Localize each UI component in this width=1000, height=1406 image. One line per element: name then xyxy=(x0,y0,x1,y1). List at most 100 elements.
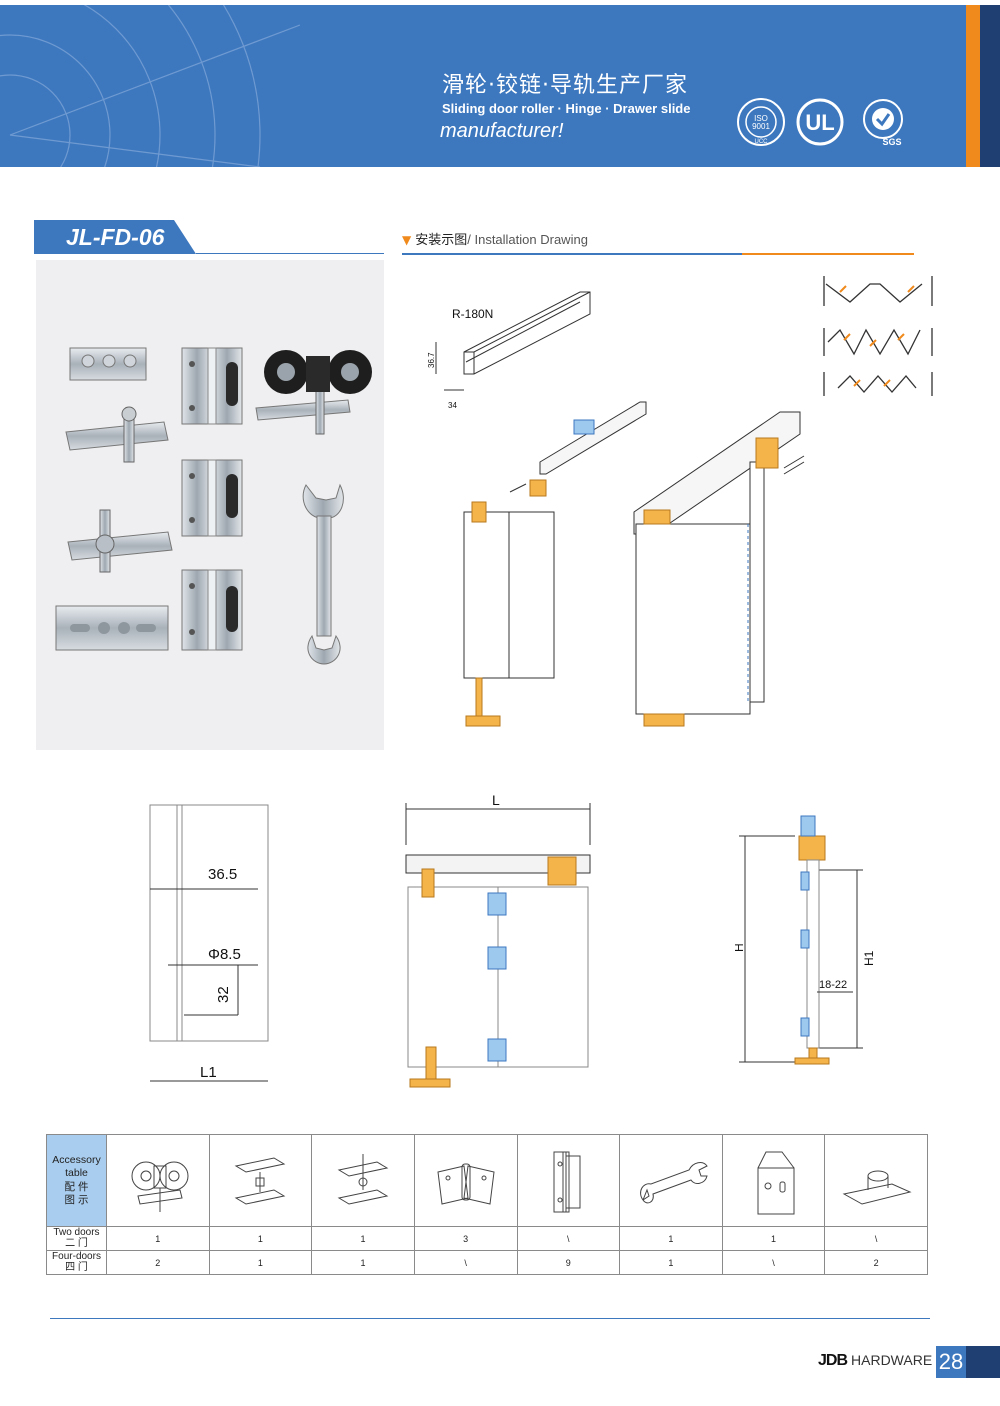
brand-logo: JDB xyxy=(818,1352,848,1369)
header-stripe-blue xyxy=(940,5,966,167)
svg-text:SGS: SGS xyxy=(882,137,901,147)
wrench-icon xyxy=(640,1161,708,1203)
model-tab xyxy=(34,220,196,254)
model-code: JL-FD-06 xyxy=(66,224,165,250)
accessory-cell-bottom-pivot xyxy=(311,1134,415,1227)
door-side-dimension-drawing: H H1 18-22 xyxy=(735,815,876,1065)
two-doors-qty: 1 xyxy=(619,1226,723,1251)
dim-h1: H1 xyxy=(862,950,876,966)
four-doors-qty: 2 xyxy=(106,1250,210,1275)
four-doors-qty: 1 xyxy=(311,1250,415,1275)
dim-36-5: 36.5 xyxy=(208,866,237,883)
pivot-pin-part-2 xyxy=(67,509,173,573)
sgs-certification-icon: SGS xyxy=(863,99,903,147)
header-stripe-navy xyxy=(980,5,1000,167)
header-title-en: Sliding door roller · Hinge · Drawer sli… xyxy=(442,101,691,116)
hinge-part-2 xyxy=(181,459,243,537)
hinge-part-3 xyxy=(181,569,243,651)
installation-heading: ▼安装示图/ Installation Drawing xyxy=(402,229,588,248)
folding-pattern-hinge-marks xyxy=(839,285,915,387)
header-banner: 滑轮·铰链·导轨生产厂家 Sliding door roller · Hinge… xyxy=(0,5,940,167)
left-door-assembly xyxy=(463,401,647,727)
track-dim-width: 34 xyxy=(448,401,457,410)
triangle-bullet-icon: ▼ xyxy=(402,233,412,247)
four-doors-qty: 9 xyxy=(516,1250,621,1275)
ul-certification-icon: UL xyxy=(796,98,844,146)
two-doors-qty: 1 xyxy=(106,1226,210,1251)
installation-heading-en: / Installation Drawing xyxy=(467,232,588,247)
product-parts-illustration xyxy=(55,347,372,665)
accessory-cell-roller xyxy=(106,1134,210,1227)
two-doors-qty: 1 xyxy=(721,1226,826,1251)
folding-pattern-diagrams xyxy=(823,276,933,396)
long-hinge-icon xyxy=(553,1151,581,1212)
two-doors-qty: 3 xyxy=(413,1226,518,1251)
top-plate-part xyxy=(69,347,147,381)
svg-text:ISO: ISO xyxy=(754,114,768,123)
two-doors-qty: 1 xyxy=(311,1226,415,1251)
accessory-table: Accessory table 配 件 图 示 xyxy=(46,1134,928,1275)
page-stripe xyxy=(966,1346,1000,1378)
iso9001-certification-icon: ISO 9001 UCC xyxy=(737,98,785,146)
four-doors-qty: \ xyxy=(413,1250,518,1275)
brand-text: HARDWARE xyxy=(851,1352,933,1368)
dim-h: H xyxy=(735,943,746,952)
pivot-pin-part-1 xyxy=(65,406,169,463)
four-doors-label-en: Four-doors xyxy=(52,1251,101,1262)
header-title-cn: 滑轮·铰链·导轨生产厂家 xyxy=(442,73,688,98)
four-doors-qty: \ xyxy=(721,1250,826,1275)
header-subtitle: manufacturer! xyxy=(440,120,564,142)
hinge-icon xyxy=(437,1163,495,1205)
svg-text:UL: UL xyxy=(805,110,834,135)
accessory-cell-wrench xyxy=(619,1134,723,1227)
two-doors-label-en: Two doors xyxy=(53,1227,100,1238)
four-doors-label-cn: 四 门 xyxy=(65,1261,88,1273)
accessory-cell-bracket xyxy=(721,1134,826,1227)
accessory-cell-hinge xyxy=(413,1134,518,1227)
decorative-circles xyxy=(0,5,300,167)
page-number: 28 xyxy=(936,1346,966,1378)
accessory-icon-row: Accessory table 配 件 图 示 xyxy=(46,1134,928,1227)
dim-18-22: 18-22 xyxy=(819,979,847,991)
bottom-pivot-icon xyxy=(337,1153,389,1205)
four-doors-qty: 2 xyxy=(824,1250,928,1275)
accessory-header-cn-2: 图 示 xyxy=(64,1193,89,1206)
svg-text:UCC: UCC xyxy=(755,139,769,145)
two-doors-qty: 1 xyxy=(208,1226,313,1251)
four-doors-qty: 1 xyxy=(619,1250,723,1275)
hinge-part-1 xyxy=(181,347,243,425)
two-doors-qty: \ xyxy=(516,1226,621,1251)
accessory-table-header: Accessory table 配 件 图 示 xyxy=(46,1134,107,1227)
bottom-plate-part xyxy=(55,605,169,651)
track-label: R-180N xyxy=(452,307,493,321)
wrench-part xyxy=(302,483,344,665)
header-stripe-orange xyxy=(966,5,980,167)
four-doors-qty: 1 xyxy=(208,1250,313,1275)
installation-underline xyxy=(402,253,914,255)
floor-socket-icon xyxy=(842,1170,912,1205)
two-doors-qty: \ xyxy=(824,1226,928,1251)
roller-icon xyxy=(131,1161,189,1212)
door-front-dimension-drawing: L xyxy=(405,795,591,1088)
track-profile xyxy=(435,291,591,391)
two-doors-label-cn: 二 门 xyxy=(65,1237,88,1249)
dim-32: 32 xyxy=(215,986,232,1003)
svg-text:9001: 9001 xyxy=(752,122,770,131)
installation-drawing: R-180N 36.7 34 xyxy=(427,276,933,727)
four-doors-row: Four-doors 四 门 2 1 1 \ 9 1 \ 2 xyxy=(46,1250,928,1275)
two-doors-row: Two doors 二 门 1 1 1 3 \ 1 1 \ xyxy=(46,1226,928,1251)
accessory-header-cn-1: 配 件 xyxy=(64,1180,89,1193)
accessory-cell-floor-socket xyxy=(824,1134,928,1227)
two-doors-label: Two doors 二 门 xyxy=(46,1226,107,1251)
four-doors-label: Four-doors 四 门 xyxy=(46,1250,107,1275)
right-door-assembly xyxy=(633,411,805,727)
bracket-icon xyxy=(757,1151,795,1214)
roller-part xyxy=(255,350,372,435)
hinge-dimension-drawing: 36.5 Φ8.5 32 L1 xyxy=(149,804,269,1082)
track-dim-height: 36.7 xyxy=(427,352,436,368)
dim-l1: L1 xyxy=(200,1064,217,1081)
accessory-header-en: Accessory table xyxy=(52,1154,101,1180)
accessory-cell-top-pivot xyxy=(208,1134,313,1227)
dim-phi-8-5: Φ8.5 xyxy=(208,946,241,963)
